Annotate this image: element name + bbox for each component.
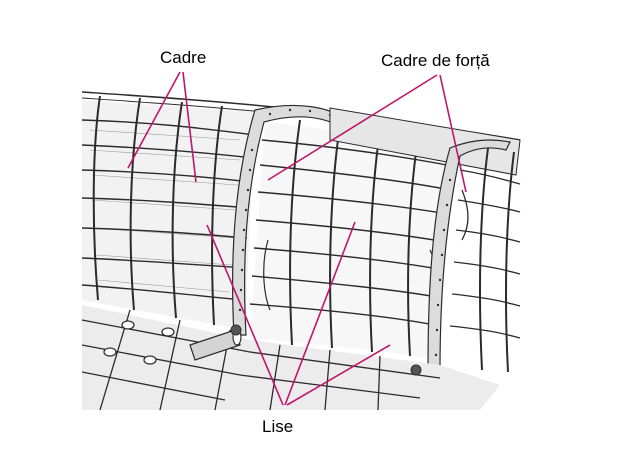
label-stringers: Lise: [262, 417, 293, 436]
label-frames: Cadre: [160, 48, 206, 67]
pointer-stringers-2: [284, 221, 356, 406]
pointer-frames-right: [182, 71, 197, 183]
aft-section: [449, 147, 521, 373]
pointer-frames-left: [127, 71, 181, 169]
label-force-frames: Cadre de forță: [381, 51, 490, 70]
forward-section: [81, 95, 256, 330]
pointer-stringers-3: [286, 344, 391, 406]
pointer-stringers-1: [206, 224, 284, 406]
pointer-force-frame-right: [439, 74, 467, 193]
floor-structure: [81, 305, 500, 411]
fuselage-illustration: [81, 91, 521, 411]
pointer-lines: [127, 71, 467, 406]
pointer-force-frame-left: [267, 74, 438, 181]
force-frame-2: [427, 139, 511, 371]
mid-section: [249, 107, 521, 360]
